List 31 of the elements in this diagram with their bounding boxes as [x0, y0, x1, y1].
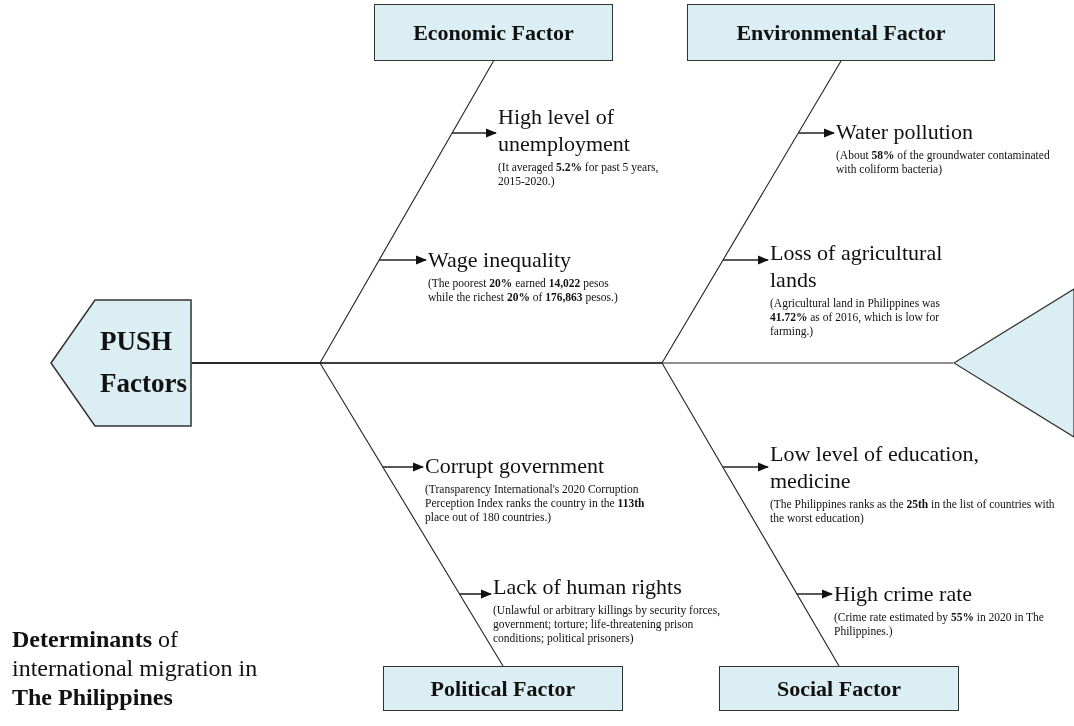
- head-label: PUSH Factors: [100, 325, 187, 400]
- arrow: [722, 462, 770, 472]
- arrow: [378, 255, 428, 265]
- cause-heading: High level of unemployment: [498, 104, 631, 158]
- factor-box: Political Factor: [383, 666, 623, 711]
- cause-note: (Unlawful or arbitrary killings by security forces, government; torture; life-threatening prison conditions; political prisoners): [493, 602, 722, 645]
- factor-box: Environmental Factor: [687, 4, 995, 61]
- cause-heading: Corrupt government: [425, 453, 606, 480]
- cause-heading: Low level of education, medicine: [770, 441, 980, 495]
- cause-note: (About 58% of the groundwater contaminated with coliform bacteria): [836, 147, 1051, 176]
- cause-note: (The poorest 20% earned 14,022 pesos while the richest 20% of 176,863 pesos.): [428, 275, 619, 304]
- arrow: [458, 589, 493, 599]
- arrow: [451, 128, 498, 138]
- arrow: [796, 589, 834, 599]
- cause-heading: Water pollution: [836, 119, 974, 146]
- cause-heading: Lack of human rights: [493, 574, 683, 601]
- cause-note: (Transparency International's 2020 Corruption Perception Index ranks the country in the 113th place out of 180 countries.): [425, 481, 646, 524]
- arrow: [797, 128, 836, 138]
- factor-box: Social Factor: [719, 666, 959, 711]
- bone-line: [191, 362, 840, 667]
- factor-box: Economic Factor: [374, 4, 613, 61]
- arrow: [382, 462, 425, 472]
- cause-note: (Agricultural land in Philippines was 41.72% as of 2016, which is low for farming.): [770, 295, 941, 338]
- diagram-title: Determinants of international migration in The Philippines: [12, 625, 259, 712]
- cause-note: (It averaged 5.2% for past 5 years, 2015-2020.): [498, 159, 660, 188]
- cause-heading: Loss of agricultural lands: [770, 240, 944, 294]
- cause-heading: High crime rate: [834, 581, 974, 608]
- cause-heading: Wage inequality: [428, 247, 572, 274]
- arrow: [722, 255, 770, 265]
- cause-note: (Crime rate estimated by 55% in 2020 in The Philippines.): [834, 609, 1045, 638]
- cause-note: (The Philippines ranks as the 25th in the list of countries with the worst education): [770, 496, 1056, 525]
